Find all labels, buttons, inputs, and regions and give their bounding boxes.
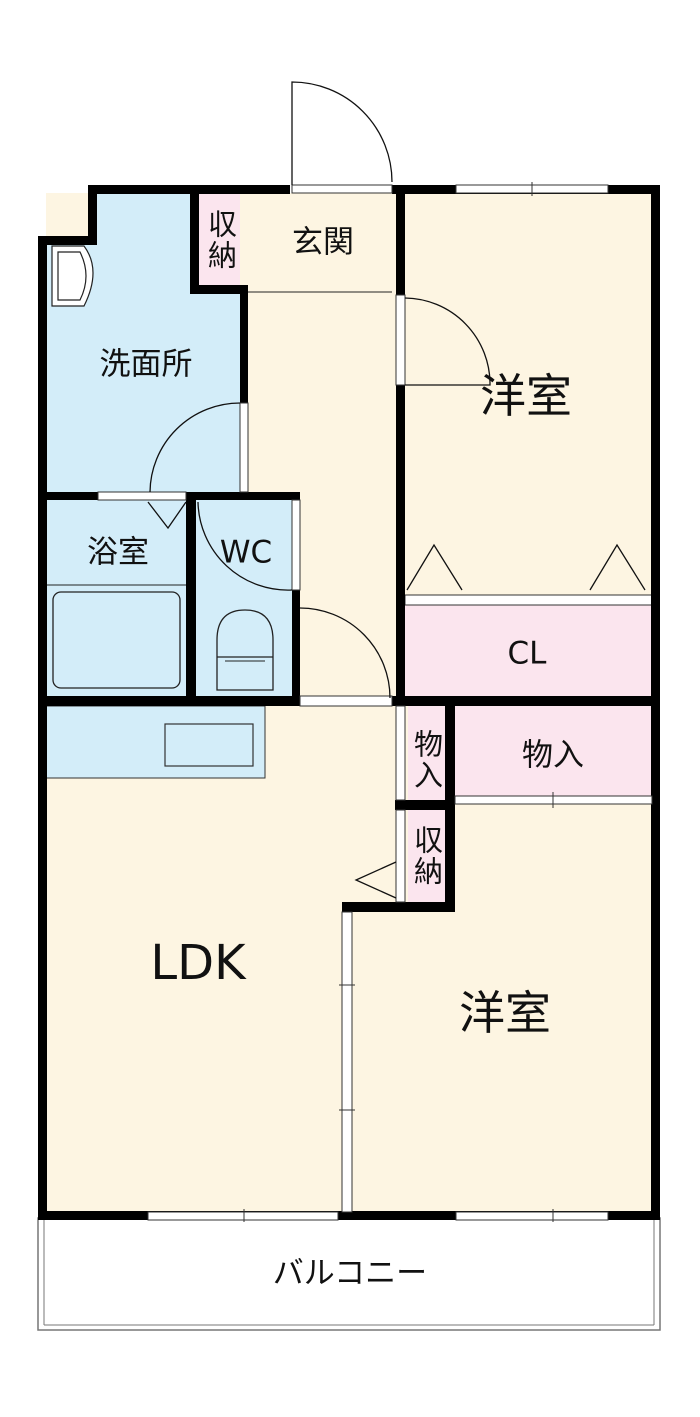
storage-large-fill — [455, 706, 652, 798]
room-label-toilet: WC — [219, 534, 273, 571]
room-label-balcony: バルコニー — [272, 1255, 428, 1292]
room-label-western-room-2: 洋室 — [459, 986, 551, 1040]
room-label-storage-small: 物入 — [409, 729, 444, 791]
room-label-washroom: 洗面所 — [99, 346, 193, 383]
room-label-storage-large: 物入 — [522, 737, 584, 774]
bathtub — [52, 591, 181, 689]
room-label-storage-entrance: 収納 — [203, 209, 238, 271]
room-label-ldk: LDK — [150, 935, 246, 991]
wc-door — [197, 501, 293, 591]
closet-rail — [404, 594, 653, 606]
room-label-western-room-1: 洋室 — [480, 369, 572, 423]
toilet-bowl — [216, 609, 274, 691]
balcony-area — [37, 1217, 661, 1331]
room-label-entrance: 玄関 — [292, 224, 354, 261]
storage-entrance-fill — [198, 193, 240, 285]
hall-door — [299, 607, 391, 699]
room-label-storage-ldk: 収納 — [409, 825, 444, 887]
sink — [164, 723, 254, 767]
entrance-door — [291, 81, 393, 185]
walls — [38, 185, 660, 1220]
washbasin — [51, 245, 94, 307]
door-swings — [147, 81, 646, 899]
storage-small-fill — [408, 706, 445, 800]
storage-ldk-fill — [408, 810, 445, 902]
room-label-closet: CL — [507, 635, 547, 672]
room-label-bathroom: 浴室 — [87, 534, 149, 571]
closet-fill — [405, 605, 652, 696]
washroom-door — [149, 402, 241, 493]
bedroom1-door — [404, 297, 491, 386]
